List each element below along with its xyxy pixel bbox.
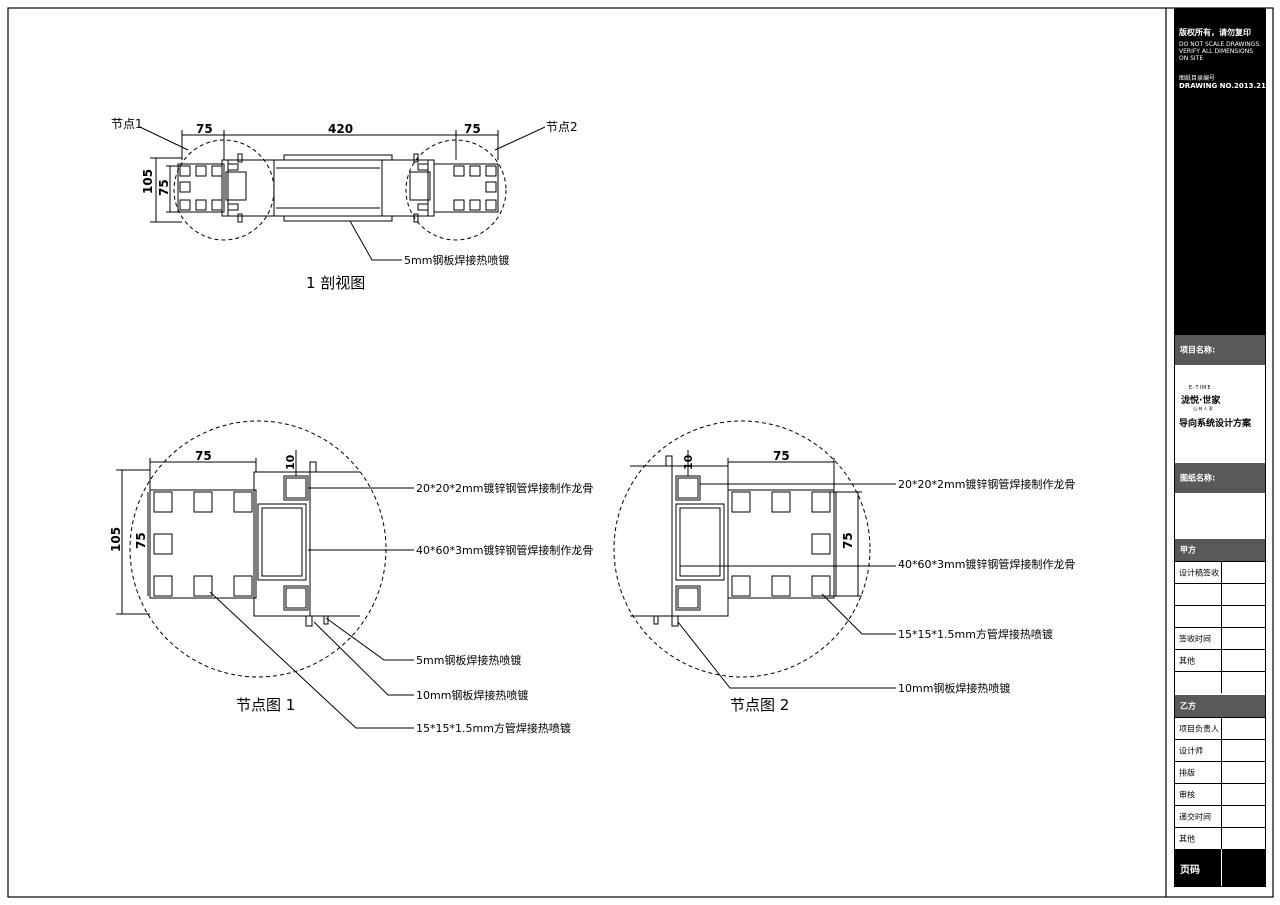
logo-name: 泷悦·世家 (1181, 396, 1221, 406)
project-logo-area: E-TIME 泷悦·世家 山 林 人 家 导向系统设计方案 (1175, 365, 1265, 463)
section-callout: 5mm钢板焊接热喷镀 (404, 253, 509, 267)
party-b-row-label: 项目负责人 (1179, 724, 1219, 733)
party-a-row-label: 设计稿签收 (1179, 568, 1219, 577)
node2-dim-height-inner: 75 (841, 532, 855, 549)
party-a-header: 甲方 (1175, 539, 1265, 561)
copyright-notice: 版权所有，请勿复印 (1179, 28, 1251, 37)
project-name-label: 项目名称: (1180, 345, 1216, 355)
party-b-row-label: 其他 (1179, 834, 1195, 843)
section-dim-middle: 420 (328, 122, 353, 136)
logo-top-text: E-TIME (1189, 385, 1212, 391)
section-view (139, 126, 546, 261)
node2-dim-top: 10 (682, 454, 695, 470)
page-code-label: 页码 (1180, 865, 1200, 876)
party-a-row (1175, 671, 1265, 693)
party-b-row-label: 设计师 (1179, 746, 1203, 755)
party-b-row-label: 排版 (1179, 768, 1195, 777)
party-a-row-label: 其他 (1179, 656, 1195, 665)
node2-title: 节点图 2 (730, 696, 789, 714)
scale-note-2: VERIFY ALL DIMENSIONS (1179, 48, 1253, 55)
node1-callout-d: 10mm钢板焊接热喷镀 (416, 688, 528, 702)
drawing-no: DRAWING NO.2013.21 (1179, 82, 1266, 90)
party-b-row: 项目负责人 (1175, 717, 1265, 739)
party-a-row: 签收时间 (1175, 627, 1265, 649)
node1-dim-height-inner: 75 (134, 532, 148, 549)
node1-dim-top: 10 (284, 454, 297, 470)
party-b-row: 排版 (1175, 761, 1265, 783)
drawing-name-label: 图纸名称: (1180, 473, 1216, 483)
node1-callout-e: 15*15*1.5mm方管焊接热喷镀 (416, 721, 571, 735)
node1-callout-b: 40*60*3mm镀锌钢管焊接制作龙骨 (416, 543, 593, 557)
section-view-title: 1 剖视图 (306, 274, 365, 292)
party-b-row: 设计师 (1175, 739, 1265, 761)
party-b-row: 其他 (1175, 827, 1265, 849)
node1-callout-c: 5mm钢板焊接热喷镀 (416, 653, 521, 667)
node1-callout-a: 20*20*2mm镀锌钢管焊接制作龙骨 (416, 481, 593, 495)
node2-callout-a: 20*20*2mm镀锌钢管焊接制作龙骨 (898, 477, 1075, 491)
section-node1-label: 节点1 (111, 117, 143, 131)
node1-title: 节点图 1 (236, 696, 295, 714)
party-b-row: 递交时间 (1175, 805, 1265, 827)
party-a-row: 设计稿签收 (1175, 561, 1265, 583)
party-a-label: 甲方 (1180, 545, 1196, 555)
drawing-no-label: 图纸目录编号 (1179, 75, 1216, 82)
node2-callout-d: 10mm钢板焊接热喷镀 (898, 681, 1010, 695)
sheet-border (7, 7, 1274, 898)
project-name-header: 项目名称: (1175, 335, 1265, 365)
project-title: 导向系统设计方案 (1179, 419, 1252, 429)
node2-callout-c: 15*15*1.5mm方管焊接热喷镀 (898, 627, 1053, 641)
node2-dim-width: 75 (773, 449, 790, 463)
title-block-header: 版权所有，请勿复印 DO NOT SCALE DRAWINGS. VERIFY … (1175, 9, 1266, 335)
party-a-row (1175, 583, 1265, 605)
node2-detail (613, 420, 896, 689)
party-a-row: 其他 (1175, 649, 1265, 671)
node1-dim-width: 75 (195, 449, 212, 463)
scale-note-3: ON SITE (1179, 55, 1204, 62)
section-node2-label: 节点2 (546, 120, 578, 134)
scale-note-1: DO NOT SCALE DRAWINGS. (1179, 41, 1262, 48)
party-b-row-label: 审核 (1179, 790, 1195, 799)
node1-detail (116, 420, 414, 729)
party-a-row-label: 签收时间 (1179, 634, 1211, 643)
section-dim-right: 75 (464, 122, 481, 136)
node2-callout-b: 40*60*3mm镀锌钢管焊接制作龙骨 (898, 557, 1075, 571)
title-block: 版权所有，请勿复印 DO NOT SCALE DRAWINGS. VERIFY … (1174, 8, 1266, 887)
party-b-row: 审核 (1175, 783, 1265, 805)
section-dim-height-inner: 75 (157, 179, 171, 196)
logo-subtitle: 山 林 人 家 (1193, 406, 1213, 411)
page-code-box: 页码 (1175, 849, 1265, 886)
drawing-name-header: 图纸名称: (1175, 463, 1265, 493)
section-dim-height-outer: 105 (141, 169, 155, 194)
section-dim-left: 75 (196, 122, 213, 136)
node1-dim-height-outer: 105 (109, 527, 123, 552)
drawing-name-area (1175, 493, 1265, 539)
party-b-row-label: 递交时间 (1179, 812, 1211, 821)
party-b-header: 乙方 (1175, 695, 1265, 717)
party-b-label: 乙方 (1180, 701, 1196, 711)
party-a-row (1175, 605, 1265, 627)
